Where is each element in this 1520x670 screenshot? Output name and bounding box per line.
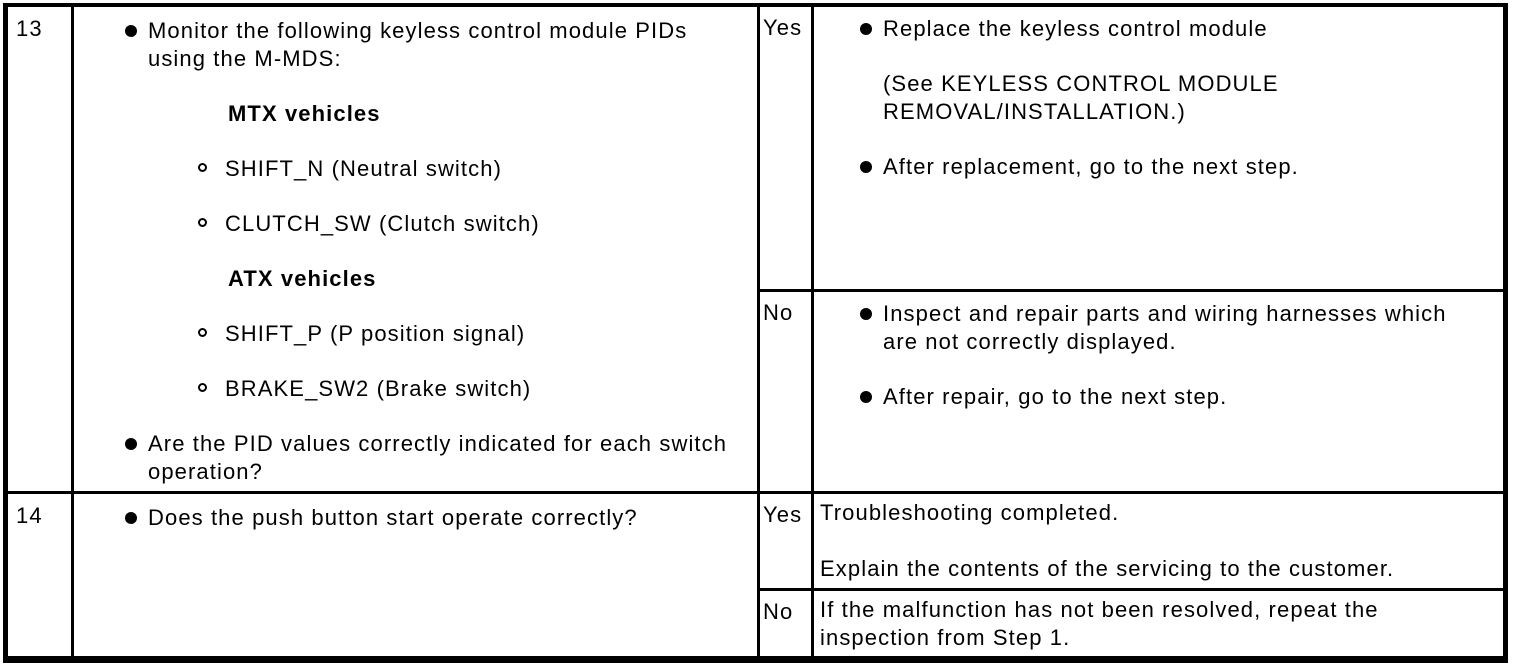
answer-label: Yes — [763, 15, 803, 40]
list-item: SHIFT_N (Neutral switch) — [198, 155, 757, 183]
table-row-step-13: 13 Monitor the following keyless control… — [8, 7, 1503, 494]
action-cell: Replace the keyless control module (See … — [814, 7, 1503, 289]
action-cell: Troubleshooting completed. Explain the c… — [814, 494, 1503, 588]
answer-cell: Yes — [760, 7, 814, 289]
vehicle-group-heading: ATX vehicles — [228, 266, 377, 291]
pid-text: SHIFT_N (Neutral switch) — [225, 156, 502, 181]
step-number: 13 — [16, 16, 43, 41]
bullet-icon — [125, 25, 137, 37]
action-text: Inspect and repair parts and wiring harn… — [883, 301, 1447, 354]
pid-text: SHIFT_P (P position signal) — [225, 321, 526, 346]
circle-bullet-icon — [198, 328, 207, 337]
answer-cell: No — [760, 292, 814, 491]
bullet-icon — [860, 161, 872, 173]
list-item: Inspect and repair parts and wiring harn… — [860, 300, 1503, 356]
bullet-icon — [860, 308, 872, 320]
list-item: ATX vehicles — [228, 265, 757, 293]
no-result-row: No If the malfunction has not been resol… — [760, 591, 1503, 656]
list-item: Are the PID values correctly indicated f… — [125, 430, 757, 486]
troubleshooting-table: 13 Monitor the following keyless control… — [3, 3, 1508, 663]
inspection-question: Does the push button start operate corre… — [148, 505, 638, 530]
bullet-icon — [860, 23, 872, 35]
action-text: After repair, go to the next step. — [883, 384, 1228, 409]
action-text: Explain the contents of the servicing to… — [820, 556, 1395, 581]
list-item: Monitor the following keyless control mo… — [125, 17, 757, 73]
step-number: 14 — [16, 503, 43, 528]
list-item: Does the push button start operate corre… — [125, 504, 757, 532]
bullet-icon — [860, 391, 872, 403]
answer-cell: Yes — [760, 494, 814, 588]
answer-label: No — [763, 300, 794, 325]
circle-bullet-icon — [198, 163, 207, 172]
results-column: Yes Replace the keyless control module (… — [760, 7, 1503, 491]
step-number-cell: 13 — [8, 7, 74, 491]
action-text: Replace the keyless control module — [883, 16, 1268, 41]
list-item: BRAKE_SW2 (Brake switch) — [198, 375, 757, 403]
action-text: If the malfunction has not been resolved… — [820, 597, 1379, 650]
answer-cell: No — [760, 591, 814, 656]
yes-result-row: Yes Replace the keyless control module (… — [760, 7, 1503, 292]
action-text: After replacement, go to the next step. — [883, 154, 1299, 179]
see-reference-text: (See KEYLESS CONTROL MODULE REMOVAL/INST… — [883, 71, 1279, 124]
action-text: Troubleshooting completed. — [820, 500, 1120, 525]
list-item: After repair, go to the next step. — [860, 383, 1503, 411]
answer-label: Yes — [763, 502, 803, 527]
list-item: Replace the keyless control module — [860, 15, 1503, 43]
pid-text: BRAKE_SW2 (Brake switch) — [225, 376, 532, 401]
answer-label: No — [763, 599, 794, 624]
pid-text: CLUTCH_SW (Clutch switch) — [225, 211, 540, 236]
blank-line — [820, 527, 1503, 555]
yes-result-row: Yes Troubleshooting completed. Explain t… — [760, 494, 1503, 591]
action-cell: Inspect and repair parts and wiring harn… — [814, 292, 1503, 491]
vehicle-group-heading: MTX vehicles — [228, 101, 381, 126]
action-cell: If the malfunction has not been resolved… — [814, 591, 1503, 656]
list-item: CLUTCH_SW (Clutch switch) — [198, 210, 757, 238]
inspection-cell: Does the push button start operate corre… — [74, 494, 760, 656]
inspection-cell: Monitor the following keyless control mo… — [74, 7, 760, 491]
inspection-text: Monitor the following keyless control mo… — [148, 18, 688, 71]
circle-bullet-icon — [198, 383, 207, 392]
bullet-icon — [125, 438, 137, 450]
list-item: (See KEYLESS CONTROL MODULE REMOVAL/INST… — [883, 70, 1503, 126]
circle-bullet-icon — [198, 218, 207, 227]
results-column: Yes Troubleshooting completed. Explain t… — [760, 494, 1503, 656]
step-number-cell: 14 — [8, 494, 74, 656]
bullet-icon — [125, 512, 137, 524]
list-item: After replacement, go to the next step. — [860, 153, 1503, 181]
list-item: MTX vehicles — [228, 100, 757, 128]
list-item: SHIFT_P (P position signal) — [198, 320, 757, 348]
table-row-step-14: 14 Does the push button start operate co… — [8, 494, 1503, 656]
no-result-row: No Inspect and repair parts and wiring h… — [760, 292, 1503, 491]
inspection-question: Are the PID values correctly indicated f… — [148, 431, 728, 484]
